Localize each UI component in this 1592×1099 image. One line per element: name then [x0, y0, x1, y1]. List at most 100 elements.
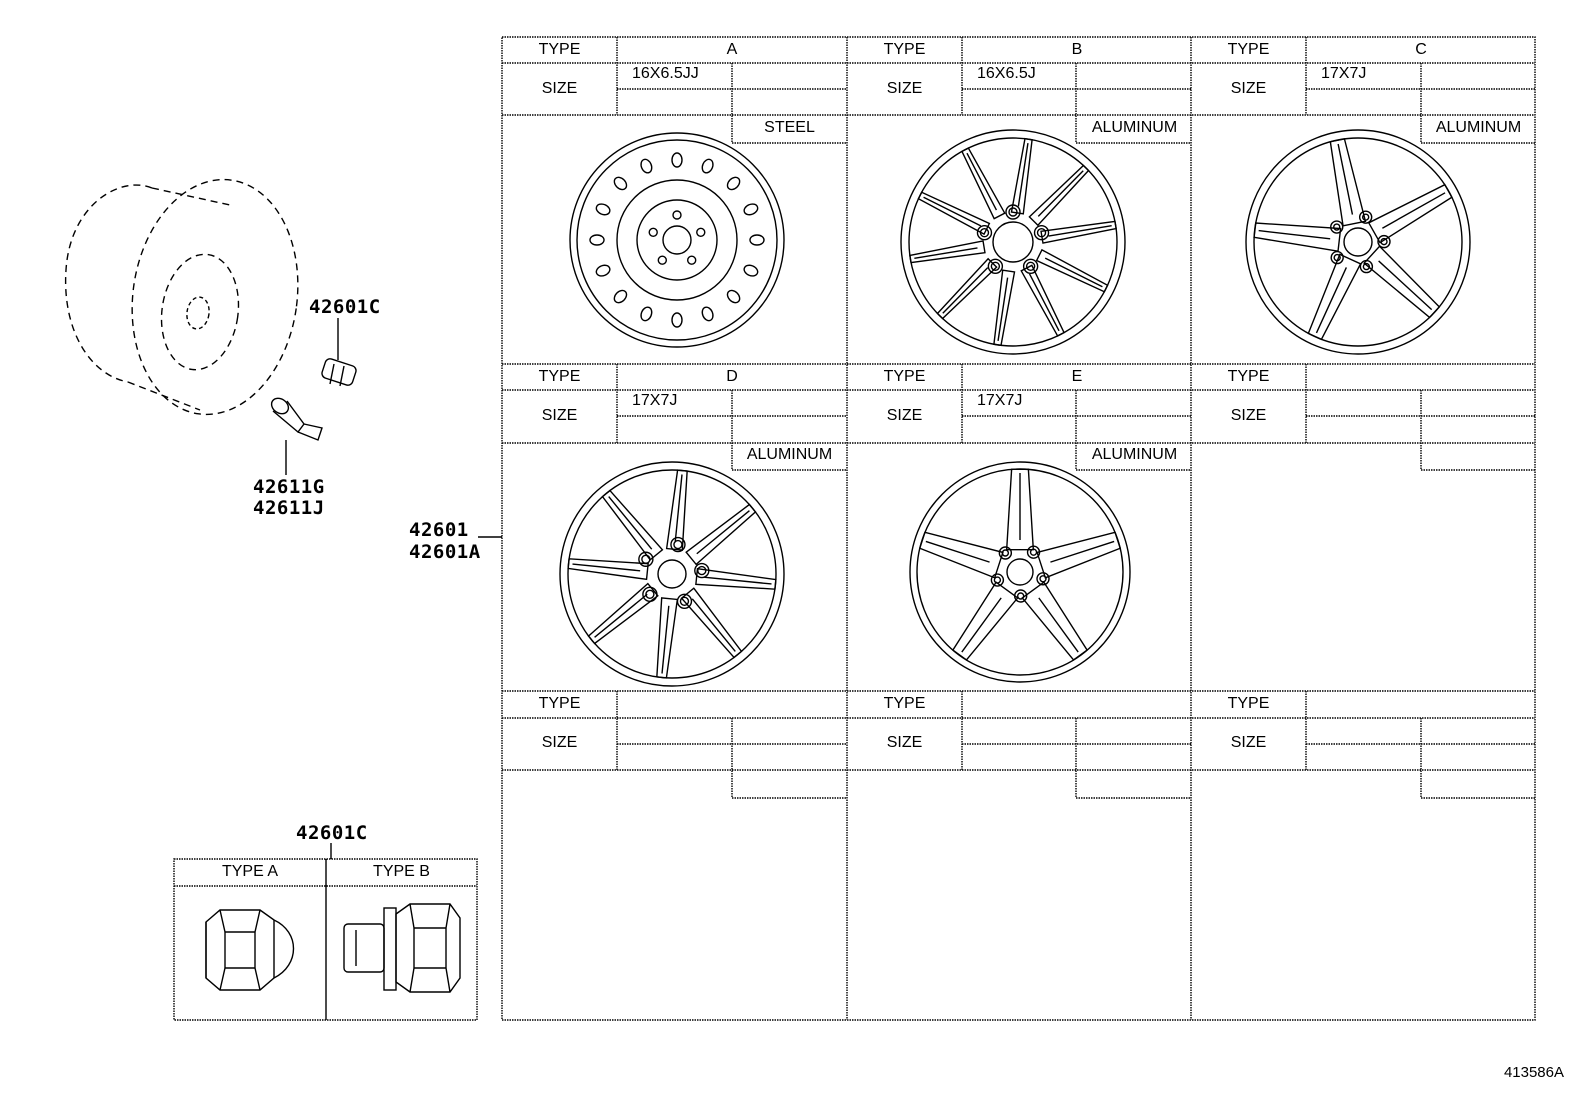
- spoke-ridge: [1028, 273, 1060, 332]
- lug-nut-inner: [645, 589, 655, 599]
- wheel-material-value: ALUMINUM: [1091, 446, 1178, 463]
- lug-nut: [1359, 259, 1374, 274]
- wheel-size-value: 17X7J: [632, 392, 678, 409]
- wheel-material-value: ALUMINUM: [746, 446, 833, 463]
- type-label: TYPE: [883, 368, 926, 385]
- vent-hole: [589, 234, 605, 246]
- lug-nut: [1005, 204, 1021, 220]
- lug-nut: [1330, 220, 1344, 234]
- lug-nut: [676, 593, 693, 609]
- spoke-ridge: [1037, 170, 1084, 217]
- size-label: SIZE: [886, 734, 923, 751]
- lug-nut: [987, 258, 1004, 274]
- nut-col-type-a: TYPE A: [221, 863, 279, 880]
- lug-nut: [998, 546, 1013, 560]
- vent-hole: [613, 289, 628, 304]
- wheel-type-value: B: [1071, 41, 1083, 58]
- type-label: TYPE: [1227, 41, 1270, 58]
- lug-nut-inner: [697, 565, 707, 576]
- lug-nut: [1358, 210, 1373, 224]
- lug-nut: [694, 562, 710, 579]
- vent-hole: [743, 264, 759, 277]
- spoke-ridge: [1315, 267, 1348, 334]
- spoke-ridge: [691, 598, 736, 652]
- spoke: [665, 469, 688, 551]
- wheel-table-grid: [501, 36, 1536, 1021]
- vent-hole: [726, 176, 741, 191]
- spoke: [1040, 220, 1117, 244]
- vent-hole: [701, 306, 714, 322]
- lug-nut: [1036, 572, 1050, 586]
- spoke-ridge: [1382, 192, 1446, 229]
- spoke-ridge: [703, 576, 772, 585]
- lug-nut-inner: [1362, 262, 1371, 271]
- vent-hole: [749, 234, 765, 246]
- lug-nut-inner: [993, 576, 1002, 584]
- lug-nut-inner: [1333, 223, 1341, 231]
- lug-hole: [648, 227, 658, 237]
- spoke: [601, 489, 664, 561]
- spoke-ridge: [997, 277, 1009, 341]
- lug-nut-inner: [673, 539, 683, 550]
- spoke-ridge: [1050, 540, 1115, 563]
- wheel-type-value: D: [726, 368, 738, 385]
- lug-nut-inner: [1333, 253, 1341, 262]
- lug-nut: [642, 586, 658, 602]
- size-label: SIZE: [1230, 407, 1267, 424]
- spoke-ridge: [572, 563, 641, 572]
- lug-nut-inner: [1039, 575, 1047, 583]
- spoke: [1035, 248, 1109, 293]
- lug-hole: [672, 210, 682, 220]
- hub-nut-part: [321, 318, 357, 387]
- spoke: [567, 558, 649, 581]
- size-label: SIZE: [541, 734, 578, 751]
- vent-hole: [701, 158, 714, 174]
- spoke: [1307, 253, 1362, 341]
- nut-type-b-drawing: [343, 903, 461, 993]
- spoke-ridge: [1048, 224, 1112, 237]
- type-label: TYPE: [538, 41, 581, 58]
- lug-nut-inner: [1029, 548, 1038, 556]
- spoke-ridge: [608, 496, 653, 550]
- size-label: SIZE: [886, 407, 923, 424]
- lug-nut: [1026, 545, 1041, 559]
- figure-reference: 413586A: [1503, 1064, 1564, 1081]
- type-label: TYPE: [883, 695, 926, 712]
- spoke-ridge: [923, 196, 982, 227]
- tire-outline: [64, 178, 299, 416]
- nut-table-grid: [173, 858, 478, 1021]
- spoke: [1028, 164, 1090, 227]
- lug-nut: [638, 551, 654, 567]
- wheel-size-value: 16X6.5J: [977, 65, 1036, 82]
- spoke-ridge: [925, 540, 990, 563]
- wheel-size-value: 17X7J: [1321, 65, 1367, 82]
- size-label: SIZE: [541, 80, 578, 97]
- hub-center: [186, 296, 210, 330]
- lug-nut: [670, 536, 686, 553]
- lug-nut-inner: [641, 554, 651, 564]
- spoke-ridge: [1038, 597, 1079, 653]
- spoke: [961, 147, 1006, 220]
- type-label: TYPE: [883, 41, 926, 58]
- vent-hole: [640, 158, 653, 174]
- size-label: SIZE: [1230, 734, 1267, 751]
- spoke-ridge: [594, 593, 648, 638]
- callout-nut-table: 42601C: [296, 822, 368, 844]
- lug-nut: [990, 573, 1005, 587]
- spoke: [656, 597, 679, 679]
- lug-nut: [1022, 258, 1039, 274]
- wheel-material-value: ALUMINUM: [1091, 119, 1178, 136]
- lug-nut-inner: [1036, 228, 1047, 238]
- size-label: SIZE: [541, 407, 578, 424]
- type-label: TYPE: [538, 368, 581, 385]
- vent-hole: [595, 203, 611, 216]
- nut-col-type-b: TYPE B: [373, 863, 430, 880]
- spoke: [1010, 137, 1033, 215]
- spoke-ridge: [914, 247, 978, 260]
- nut-type-a-drawing: [205, 909, 295, 991]
- type-label: TYPE: [1227, 695, 1270, 712]
- wheel-d-alloy-drawing: [559, 461, 785, 687]
- wheel-table-subcells: [616, 37, 1535, 799]
- spoke-ridge: [696, 510, 750, 555]
- spoke-ridge: [966, 152, 998, 211]
